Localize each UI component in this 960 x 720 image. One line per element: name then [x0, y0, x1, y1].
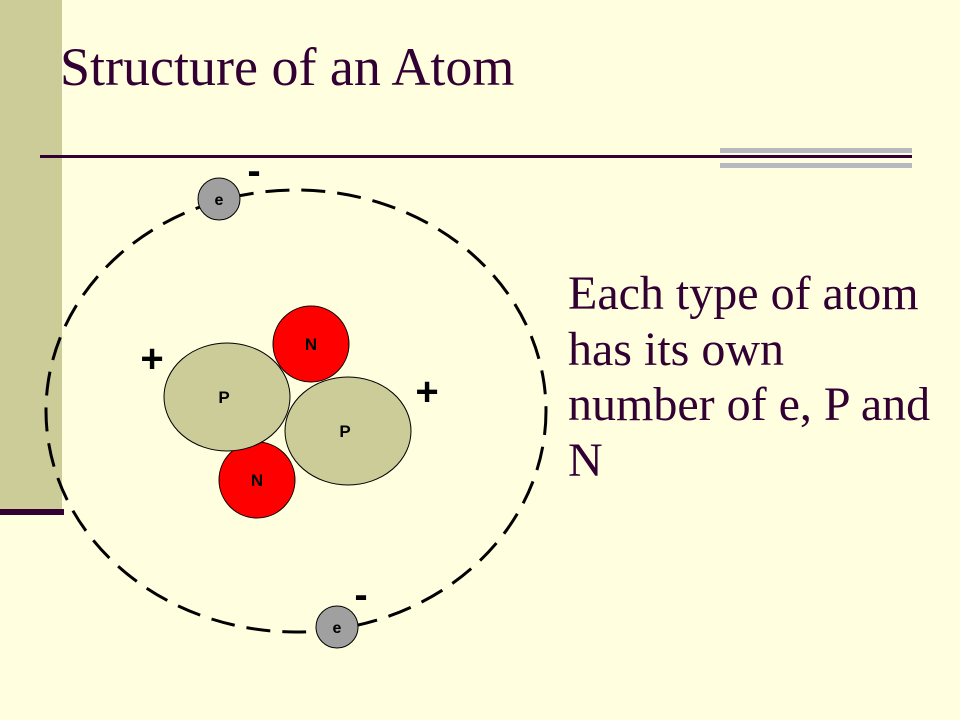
- electron-top-label: e: [215, 192, 224, 209]
- electron-bottom-charge: -: [354, 573, 367, 617]
- neutron-bottom-label: N: [251, 471, 263, 490]
- electron-bottom-label: e: [333, 620, 342, 637]
- sidebar-accent-line: [0, 509, 64, 515]
- electron-orbit: [44, 188, 548, 634]
- proton-left-label: P: [218, 388, 229, 407]
- nucleus: N N P P: [163, 305, 412, 519]
- neutron-top-label: N: [305, 335, 317, 354]
- proton-right-charge: +: [415, 370, 438, 414]
- neutron-top: [272, 305, 350, 383]
- proton-left: [163, 342, 291, 452]
- proton-right: [284, 376, 412, 486]
- proton-right-label: P: [339, 422, 350, 441]
- electron-top-charge: -: [247, 149, 260, 193]
- electron-top: [197, 177, 241, 221]
- title-underline-accent: [720, 148, 912, 168]
- proton-left-charge: +: [140, 337, 163, 381]
- slide-title: Structure of an Atom: [60, 37, 515, 97]
- electron-bottom: [315, 605, 359, 649]
- title-underline: [40, 155, 912, 158]
- sidebar-decoration: [0, 0, 62, 510]
- body-text: Each type of atom has its own number of …: [568, 267, 931, 488]
